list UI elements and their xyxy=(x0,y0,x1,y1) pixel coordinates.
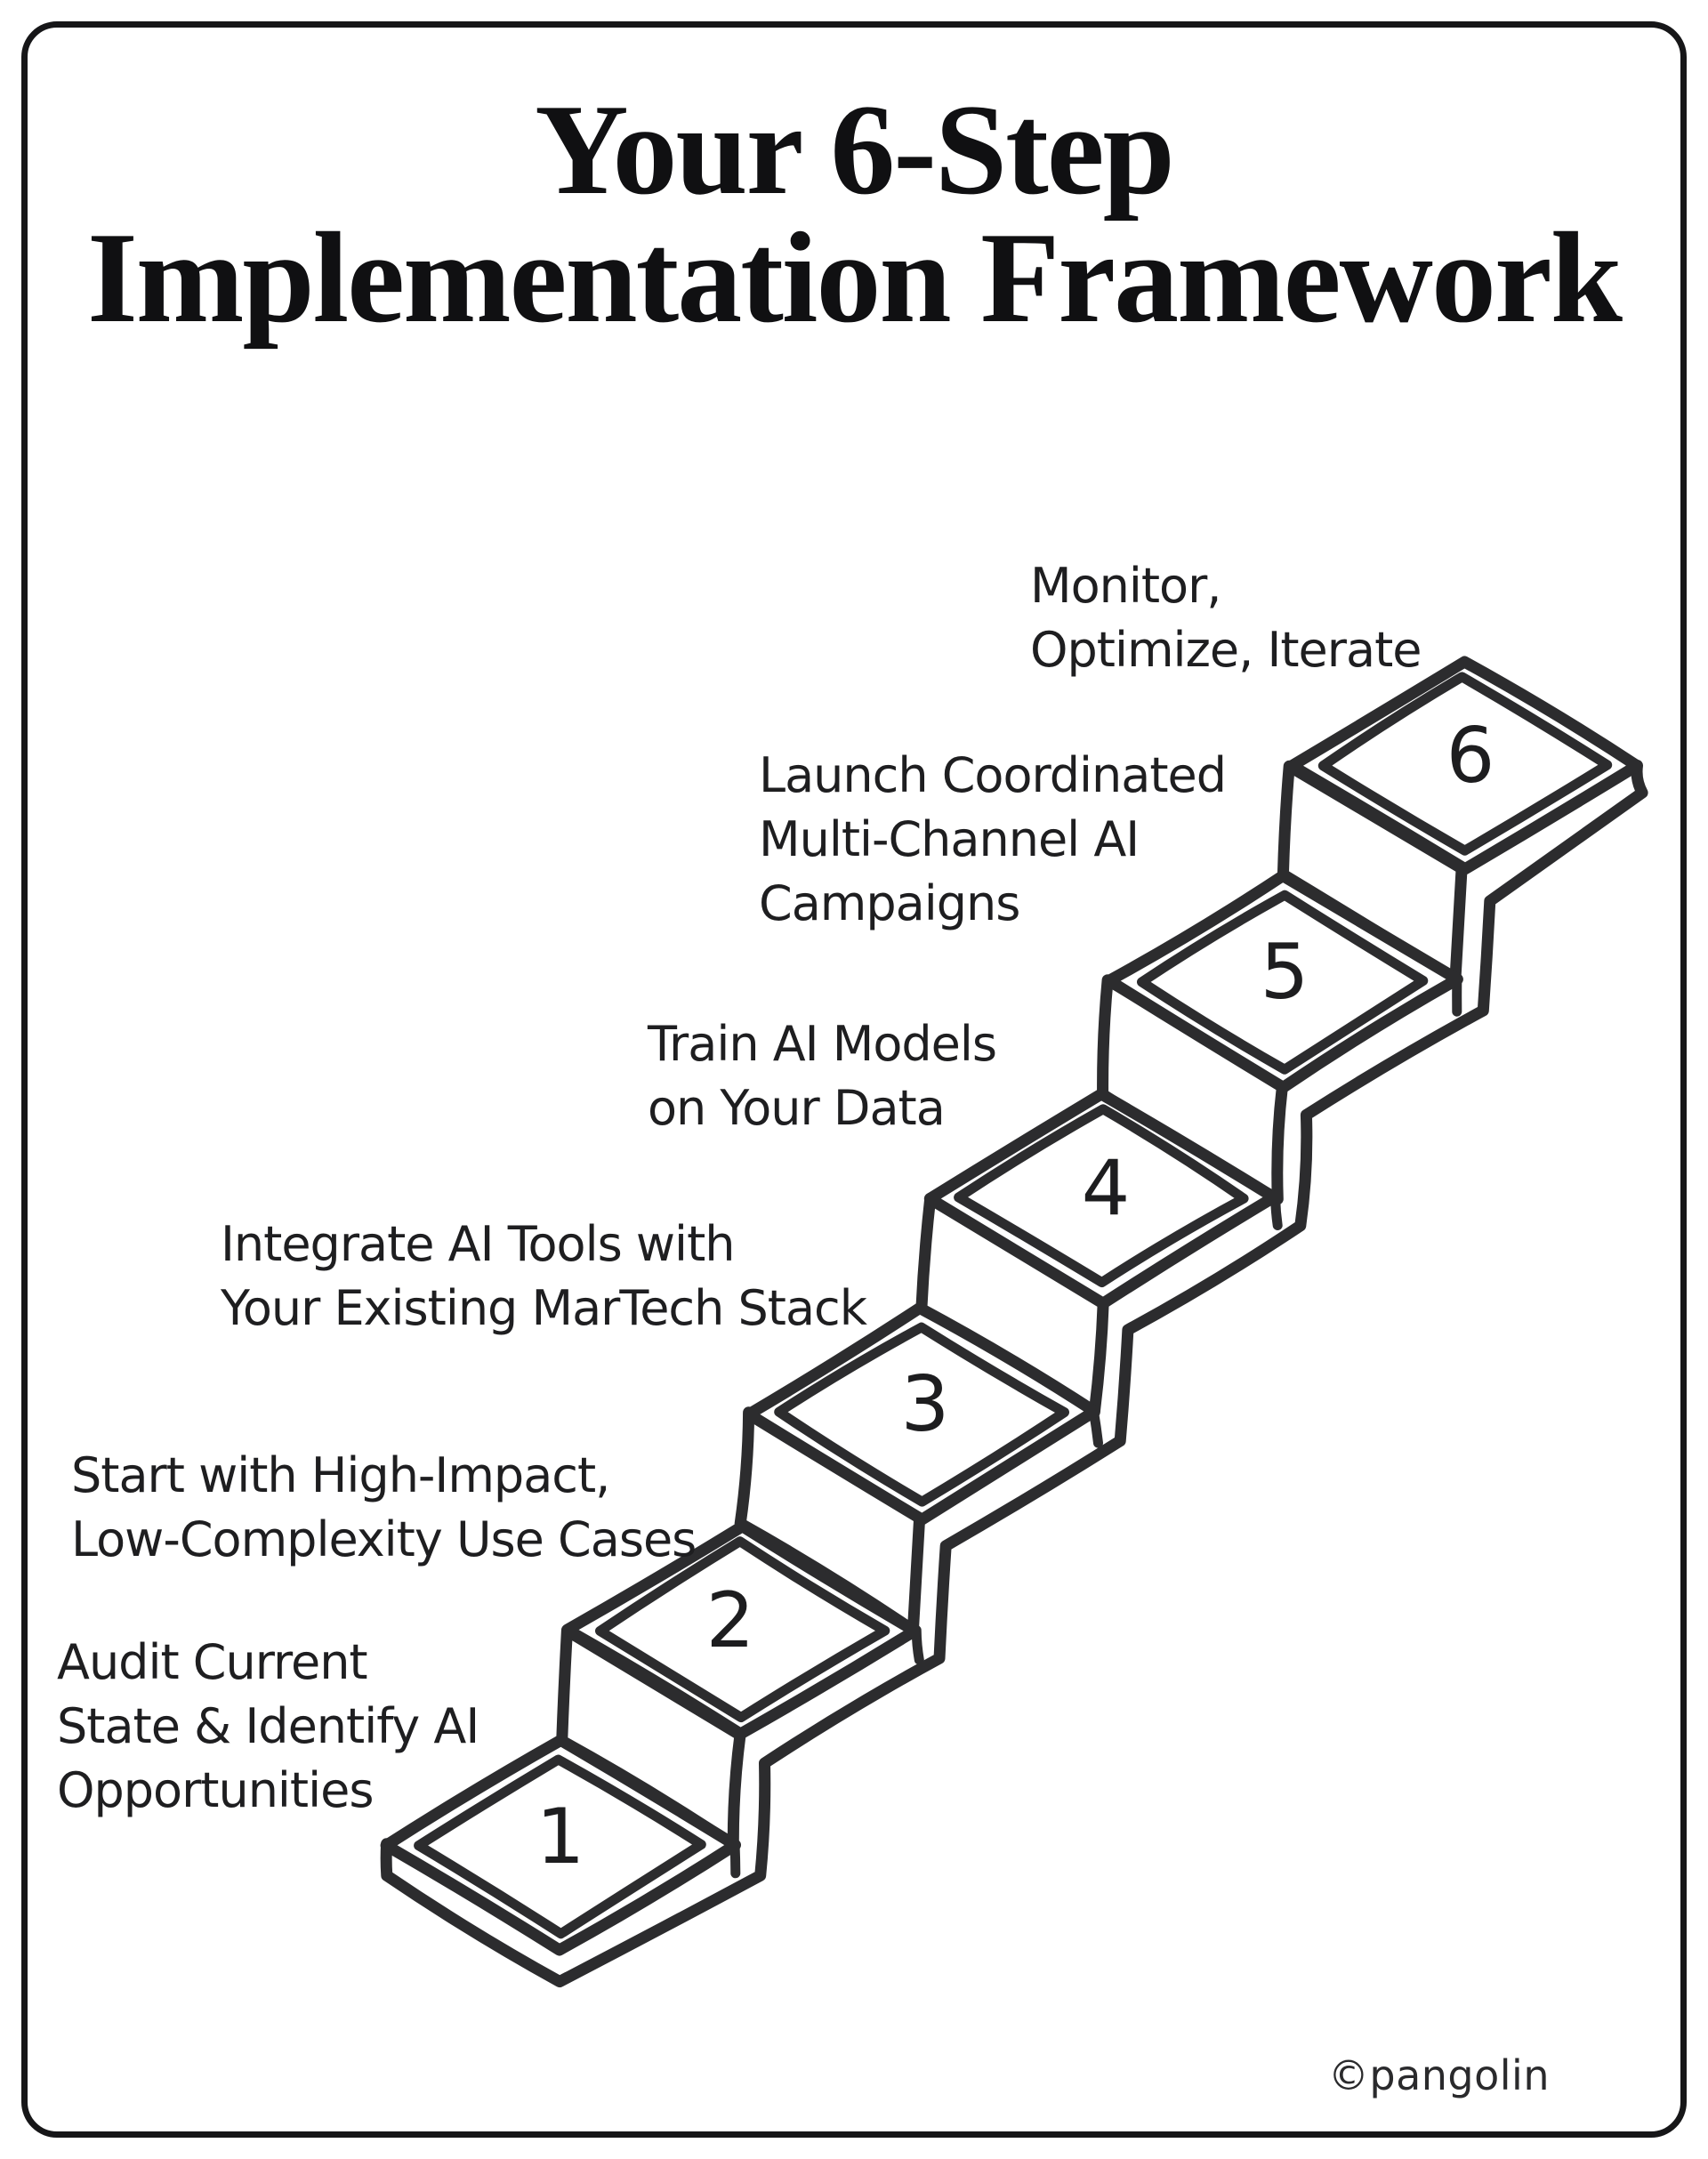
page-title-line-2: Implementation Framework xyxy=(87,205,1623,350)
step-5-number: 5 xyxy=(1261,928,1309,1017)
step-4-number: 4 xyxy=(1082,1144,1131,1233)
step-3-label-line: Integrate AI Tools with xyxy=(221,1216,735,1272)
tread-3-top xyxy=(743,1301,1100,1526)
step-3-label: Integrate AI Tools with Your Existing Ma… xyxy=(221,1212,867,1341)
step-2-label-line: Low-Complexity Use Cases xyxy=(71,1511,697,1567)
step-3-label-line: Your Existing MarTech Stack xyxy=(221,1280,867,1336)
step-3-number: 3 xyxy=(901,1360,950,1449)
staircase-silhouette-band xyxy=(380,760,1648,1988)
step-3: 3 xyxy=(734,1301,1100,1637)
page-title-line-1: Your 6-Step xyxy=(535,77,1175,222)
tread-2-top xyxy=(561,1520,921,1740)
step-5-label-line: Launch Coordinated xyxy=(759,747,1227,803)
tread-4-inner-border xyxy=(954,1104,1249,1288)
tread-5-inner-border xyxy=(1137,890,1429,1075)
page-title: Your 6-Step Implementation Framework xyxy=(0,85,1708,342)
step-6-label: Monitor, Optimize, Iterate xyxy=(1030,554,1422,682)
tread-2-inner-border xyxy=(595,1536,890,1723)
tread-6-top xyxy=(1285,656,1643,875)
tread-5-top xyxy=(1103,870,1463,1093)
step-5-label: Launch Coordinated Multi-Channel AI Camp… xyxy=(759,744,1227,936)
step-6-number: 6 xyxy=(1446,712,1495,801)
tread-3-inner-border xyxy=(774,1322,1069,1507)
tread-1-inner-border xyxy=(414,1754,706,1939)
step-1-label-line: Audit Current xyxy=(57,1634,368,1690)
step-2-label: Start with High-Impact, Low-Complexity U… xyxy=(71,1444,697,1572)
step-6-label-line: Optimize, Iterate xyxy=(1030,622,1422,678)
step-6-label-line: Monitor, xyxy=(1030,558,1221,614)
step-4-label-line: Train AI Models xyxy=(648,1016,997,1072)
step-1-number: 1 xyxy=(536,1792,585,1881)
tread-1-top xyxy=(380,1734,741,1956)
tread-4-top xyxy=(923,1088,1280,1309)
tread-6-inner-border xyxy=(1317,672,1613,856)
step-5-label-line: Campaigns xyxy=(759,875,1020,931)
step-2: 2 xyxy=(556,1520,921,1851)
step-1-label-line: State & Identify AI xyxy=(57,1698,479,1754)
step-4-label: Train AI Models on Your Data xyxy=(648,1012,997,1140)
step-2-label-line: Start with High-Impact, xyxy=(71,1447,610,1503)
step-2-number: 2 xyxy=(706,1576,755,1665)
step-1-label: Audit Current State & Identify AI Opport… xyxy=(57,1631,479,1823)
credit: ©pangolin xyxy=(1327,2051,1550,2099)
step-1-label-line: Opportunities xyxy=(57,1762,374,1818)
step-1: 1 xyxy=(380,1734,741,1956)
step-4-label-line: on Your Data xyxy=(648,1080,946,1136)
step-5-label-line: Multi-Channel AI xyxy=(759,811,1140,867)
